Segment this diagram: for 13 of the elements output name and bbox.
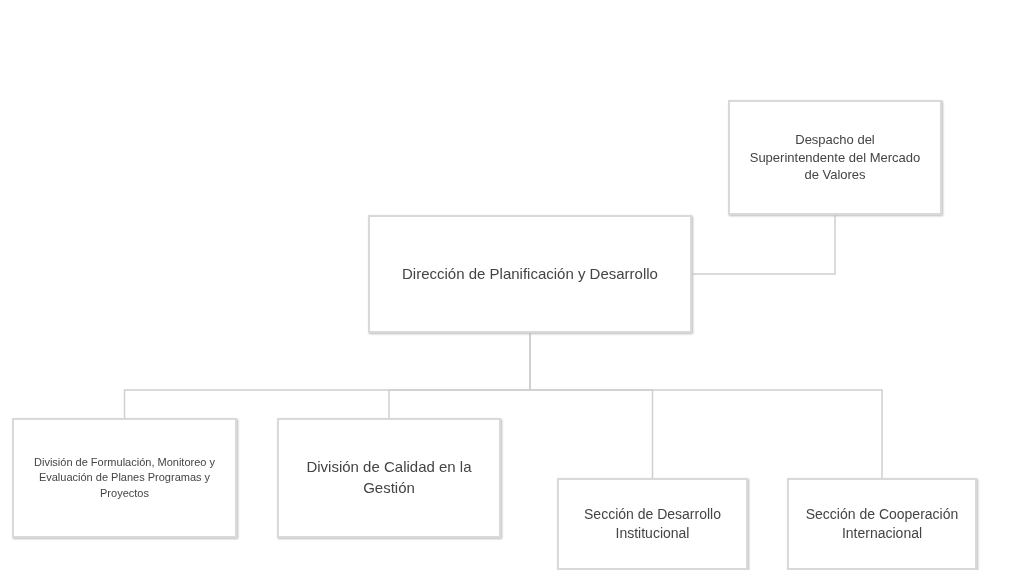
org-box — [12, 418, 237, 538]
unit-name: División de Calidad en la Gestión — [305, 457, 473, 498]
org-box — [368, 215, 692, 333]
org-box — [557, 478, 748, 570]
unit-name: Dirección de Planificación y Desarrollo — [402, 263, 658, 284]
org-box — [728, 100, 942, 215]
unit-name: Sección de Desarrollo Institucional — [583, 504, 722, 543]
unit-name: Despacho del Superintendente del Mercado de Valores — [748, 130, 922, 185]
unit-name: División de Formulación, Monitoreo y Evaluación de Planes Programas y Proyectos — [33, 455, 216, 501]
org-box — [277, 418, 501, 538]
connector-line — [691, 214, 836, 275]
org-box — [787, 478, 977, 570]
unit-name: Sección de Cooperación Internacional — [805, 504, 959, 543]
